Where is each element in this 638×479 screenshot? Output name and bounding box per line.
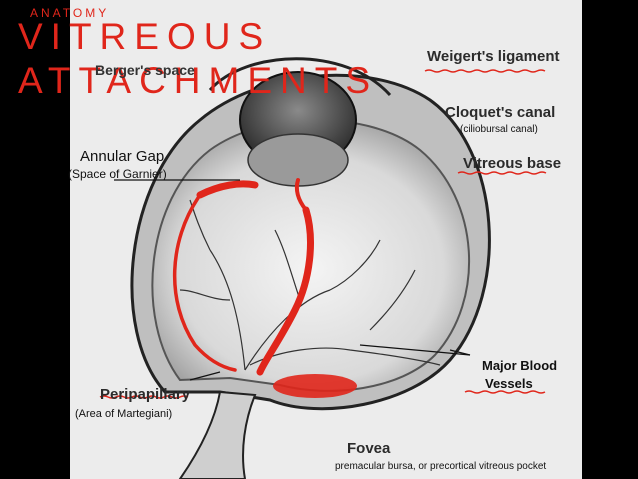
label-cloquets-canal: Cloquet's canal xyxy=(445,104,555,121)
label-ciliobursal-canal: (ciliobursal canal) xyxy=(460,124,538,135)
title-line-2: ATTACHMENTS xyxy=(18,62,378,99)
label-space-of-garnier: (Space of Garnier) xyxy=(68,167,167,181)
label-peripapillary: Peripapillary xyxy=(100,386,190,403)
label-vitreous-base: Vitreous base xyxy=(463,155,561,172)
optic-nerve xyxy=(180,392,255,479)
label-area-of-martegiani: (Area of Martegiani) xyxy=(75,408,172,420)
label-weigerts-ligament: Weigert's ligament xyxy=(427,48,560,65)
label-premacular-bursa: premacular bursa, or precortical vitreou… xyxy=(335,461,546,472)
label-fovea: Fovea xyxy=(347,440,390,457)
label-bergers-space: Berger's space xyxy=(95,62,195,78)
label-vessels: Vessels xyxy=(485,376,533,391)
title-line-1: VITREOUS xyxy=(18,18,271,55)
label-major-blood: Major Blood xyxy=(482,358,557,373)
fovea-mark xyxy=(273,374,357,398)
label-annular-gap: Annular Gap xyxy=(80,148,164,165)
right-margin xyxy=(582,0,638,479)
